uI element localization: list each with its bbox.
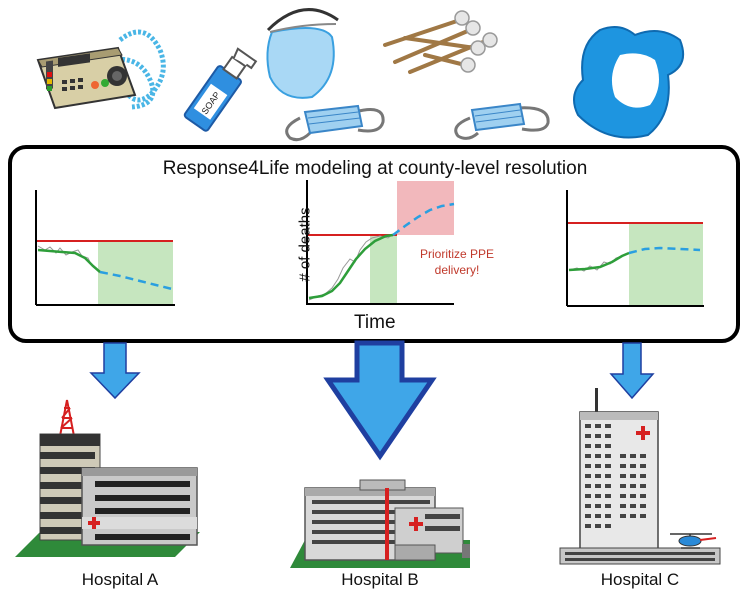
- hospital-c-building: [559, 388, 721, 565]
- swab-tips: [454, 10, 498, 73]
- forecast-line: [392, 202, 455, 236]
- hospital-a-label: Hospital A: [81, 570, 159, 589]
- center-chart-ylabel: # of deaths: [296, 207, 314, 282]
- center-chart-xlabel: Time: [354, 312, 396, 333]
- hospital-c-label: Hospital C: [600, 570, 680, 589]
- annotation-line-1: Prioritize PPE: [419, 247, 495, 261]
- ventilator-icon: [36, 29, 166, 110]
- chart-right: [566, 190, 704, 307]
- hospital-b-building: [290, 479, 470, 568]
- surgical-mask-icon: [454, 102, 550, 140]
- soap-spray-icon: SOAP: [183, 47, 258, 132]
- observed-line: [37, 248, 101, 273]
- safe-region: [629, 224, 703, 306]
- arrow-to-hospital-a: [89, 342, 141, 400]
- safe-region: [98, 240, 173, 305]
- observed-line: [308, 233, 394, 300]
- safe-region: [370, 235, 397, 304]
- helicopter-icon: [670, 533, 717, 549]
- chart-left: [35, 190, 175, 306]
- ppe-annotation: Prioritize PPE delivery!: [402, 246, 512, 278]
- observed-line: [568, 251, 630, 272]
- hospital-a-building: [15, 399, 200, 557]
- face-shield-icon: [266, 8, 339, 99]
- forecast-line: [99, 270, 173, 291]
- panel-title: Response4Life modeling at county-level r…: [162, 158, 588, 179]
- chart-center: [306, 180, 455, 305]
- annotation-line-2: delivery!: [434, 263, 480, 277]
- radio-tower-icon: [59, 399, 75, 437]
- arrow-to-hospital-c: [609, 342, 655, 400]
- forecast-line: [628, 246, 701, 255]
- hospital-b-label: Hospital B: [341, 570, 419, 589]
- surgical-mask-icon: [285, 104, 385, 142]
- gown-icon: [573, 25, 684, 139]
- arrow-to-hospital-b: [323, 340, 437, 461]
